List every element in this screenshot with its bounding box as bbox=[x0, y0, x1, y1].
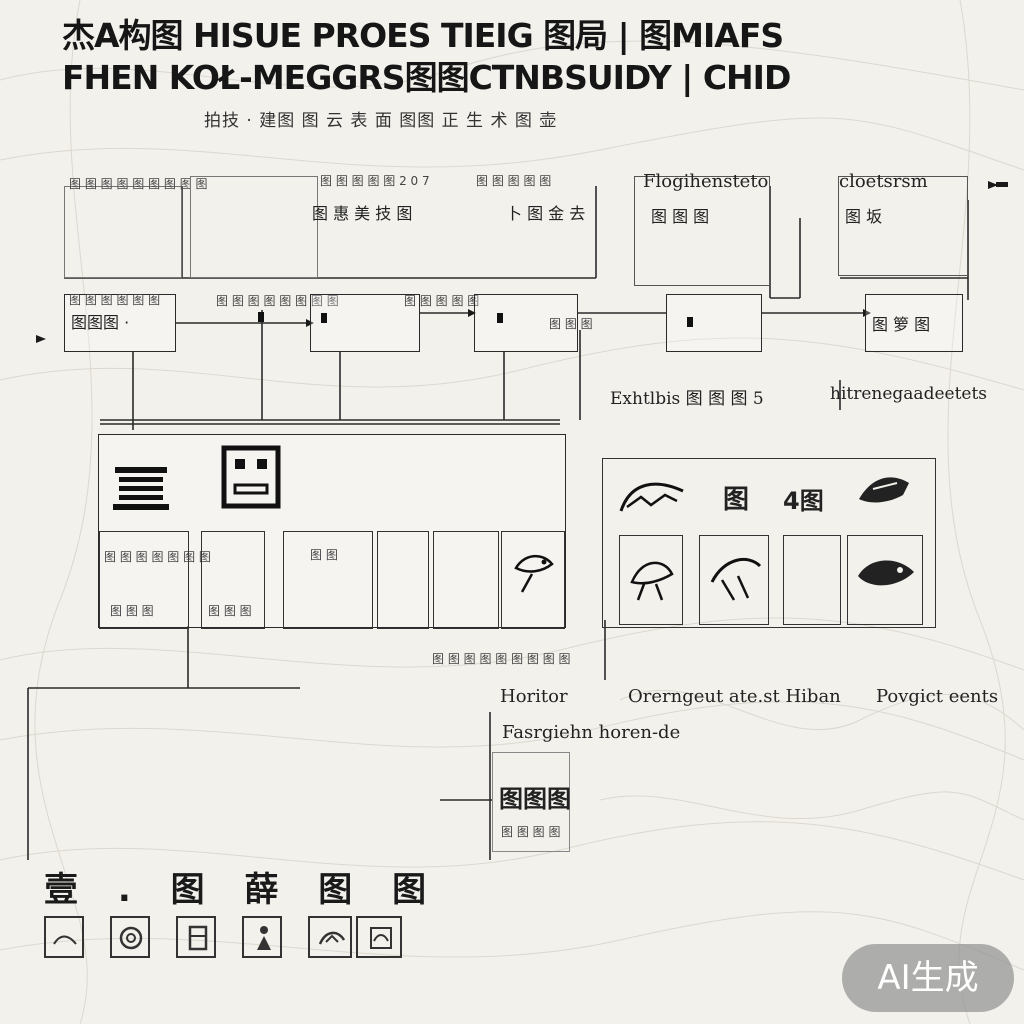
marker-icon bbox=[497, 313, 503, 323]
fish-icon bbox=[514, 555, 554, 593]
top-panel-4: Flogihensteto 图 图 图 bbox=[634, 171, 770, 286]
left-cell-caption: 图 图 图 图 图 图 图 bbox=[104, 550, 211, 564]
left-cell-sub-2: 图 图 图 bbox=[208, 604, 252, 618]
mid-label-right: hitrenegaadeetets bbox=[830, 384, 988, 404]
lower-label-1: Horitor bbox=[500, 686, 568, 707]
process-caption-2: 图 图 图 图 图 图 图 图 bbox=[216, 294, 339, 308]
left-cell-sub-1: 图 图 图 bbox=[110, 604, 154, 618]
scroll-icon bbox=[53, 935, 77, 945]
process-box-1-caption: 图 图 图 图 图 图 bbox=[69, 293, 161, 307]
lower-box-sub: 图 图 图 图 bbox=[501, 825, 561, 839]
left-panel-bottom-caption: 图 图 图 图 图 图 图 图 图 bbox=[432, 652, 571, 666]
process-box-3: 图 图 图 bbox=[474, 294, 593, 352]
left-cell-sub-3: 图 图 bbox=[310, 548, 338, 562]
footer-tile-6 bbox=[356, 916, 402, 958]
left-panel: 图 图 图 图 图 图 图 图 图 图 图 图 图 图 图 bbox=[98, 434, 566, 629]
right-panel-char-1: 图 bbox=[723, 485, 750, 515]
right-panel-char-2: 4图 bbox=[783, 487, 824, 515]
page-title-line-2: FHEN KOŁ-MEGGRS图图CTNBSUIDY | CHID bbox=[62, 58, 791, 97]
lower-label-4: Fasrgiehn horen-de bbox=[502, 722, 681, 743]
marker-icon bbox=[321, 313, 327, 323]
mid-label-left: Exhtlbis 图 图 图 5 bbox=[610, 389, 764, 409]
target-icon bbox=[119, 926, 143, 950]
left-cell-2: 图 图 图 bbox=[201, 531, 265, 629]
top-panel-1-caption: 图 图 图 图 图 图 图 图 图 bbox=[69, 177, 208, 191]
top-panel-1: 图 图 图 图 图 图 图 图 图 bbox=[64, 177, 208, 278]
left-cell-3: 图 图 bbox=[283, 531, 373, 629]
right-cell-4 bbox=[847, 535, 923, 625]
top-panel-4-title: Flogihensteto bbox=[643, 171, 769, 192]
building-icon bbox=[113, 467, 169, 510]
left-cell-1: 图 图 图 图 图 图 图 图 图 图 bbox=[99, 531, 211, 629]
marker-icon bbox=[687, 317, 693, 327]
process-box-1: 图 图 图 图 图 图 图图图 · bbox=[64, 293, 176, 352]
left-cell-4 bbox=[377, 531, 429, 629]
lower-box: 图图图 图 图 图 图 bbox=[492, 752, 571, 852]
left-cell-6 bbox=[501, 531, 565, 629]
boat-icon bbox=[859, 477, 909, 503]
process-box-1-label: 图图图 · bbox=[71, 313, 130, 332]
fish-icon bbox=[858, 560, 914, 586]
footer-tile-4 bbox=[242, 916, 282, 958]
page-title-line-1: 杰A构图 HISUE PROES TIEIG 图局 | 图MIAFS bbox=[62, 16, 784, 55]
top-panel-2 bbox=[190, 176, 318, 278]
process-box-2 bbox=[310, 294, 420, 352]
left-cell-5 bbox=[433, 531, 499, 629]
footer-tile-5 bbox=[308, 916, 352, 958]
right-cell-2 bbox=[699, 535, 769, 625]
footer-tile-2 bbox=[110, 916, 150, 958]
vase-icon bbox=[188, 925, 208, 951]
lower-box-text: 图图图 bbox=[499, 785, 571, 813]
marker-icon bbox=[258, 312, 264, 322]
right-panel: 图 4图 bbox=[602, 458, 936, 628]
top-panel-2-caption: 图 图 图 图 图 2 0 7 bbox=[320, 174, 430, 188]
footer-tile-1 bbox=[44, 916, 84, 958]
process-box-5: 图 箩 图 bbox=[865, 294, 963, 352]
top-panel-5-title: cloetsrsm bbox=[839, 171, 928, 192]
ai-generated-badge: AI生成 bbox=[842, 944, 1014, 1012]
top-panel-4-text: 图 图 图 bbox=[651, 207, 710, 226]
process-caption-3: 图 图 图 图 图 bbox=[404, 294, 480, 308]
dragon-icon bbox=[619, 482, 684, 512]
top-panel-5: cloetsrsm 图 坂 bbox=[838, 171, 968, 276]
bird-icon bbox=[710, 557, 762, 601]
process-box-3-caption: 图 图 图 bbox=[549, 317, 593, 331]
page-subtitle: 拍技 · 建图 图 云 表 面 图图 正 生 术 图 壶 bbox=[204, 111, 558, 131]
footer-label: 壹 . 图 薛 图 图 bbox=[44, 870, 441, 910]
person-icon bbox=[257, 926, 271, 950]
top-panel-5-text: 图 坂 bbox=[845, 207, 883, 226]
process-box-5-label: 图 箩 图 bbox=[872, 315, 931, 334]
scroll-icon bbox=[370, 927, 392, 949]
lower-label-3: Povgict eents bbox=[876, 686, 999, 707]
footer-tile-3 bbox=[176, 916, 216, 958]
face-icon bbox=[221, 445, 281, 509]
process-box-4 bbox=[666, 294, 762, 352]
top-panel-3-text: 卜 图 金 去 bbox=[506, 204, 586, 223]
top-panel-2-text: 图 惠 美 技 图 bbox=[312, 204, 413, 223]
lower-label-2: Orerngeut ate.st Hiban bbox=[628, 686, 841, 707]
bird-icon bbox=[630, 561, 674, 601]
right-cell-3 bbox=[783, 535, 841, 625]
top-panel-3-caption: 图 图 图 图 图 bbox=[476, 174, 552, 188]
dragon-icon bbox=[318, 931, 346, 945]
right-cell-1 bbox=[619, 535, 683, 625]
